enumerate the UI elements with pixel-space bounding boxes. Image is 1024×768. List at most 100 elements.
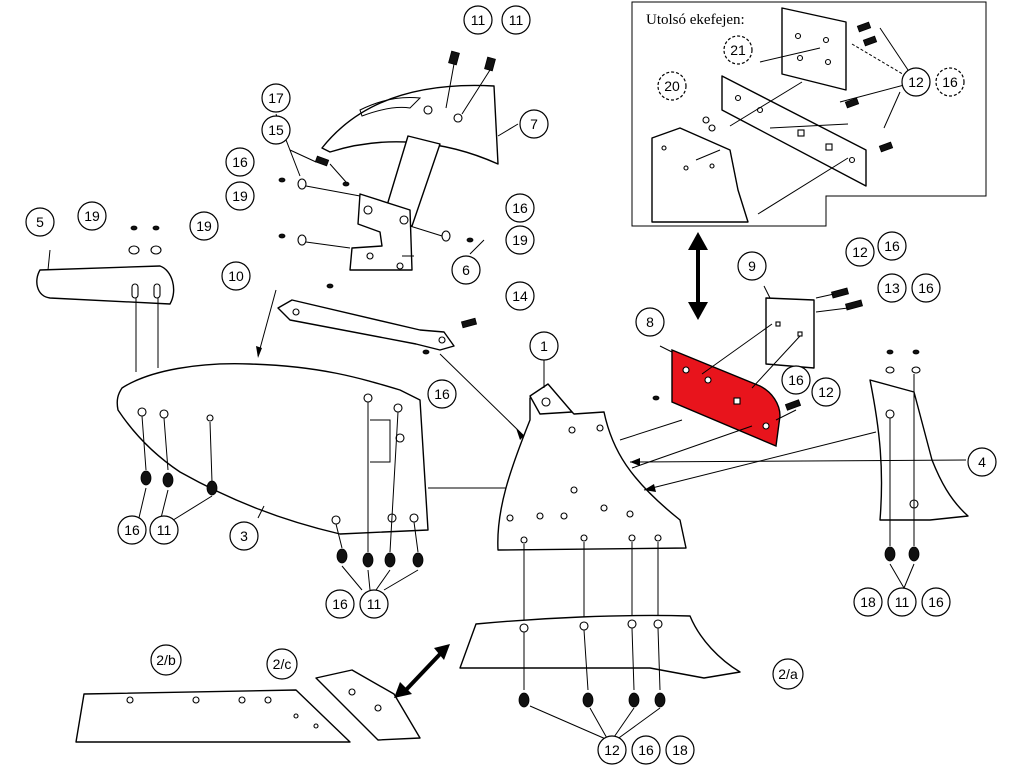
callout-2c: 2/c — [266, 648, 298, 680]
svg-text:16: 16 — [512, 200, 528, 216]
callout-19: 19 — [225, 181, 255, 211]
callout-11: 11 — [887, 587, 917, 617]
svg-text:19: 19 — [512, 232, 528, 248]
callout-4: 4 — [967, 447, 997, 477]
svg-text:12: 12 — [818, 384, 834, 400]
inset-callout-20: 20 — [657, 71, 687, 101]
callout-1: 1 — [529, 331, 559, 361]
svg-text:16: 16 — [918, 280, 934, 296]
svg-text:16: 16 — [884, 238, 900, 254]
svg-text:2/b: 2/b — [156, 652, 176, 668]
part-3-moldboard — [116, 363, 429, 535]
svg-text:1: 1 — [540, 338, 548, 354]
inset-callout-21: 21 — [723, 35, 753, 65]
callout-16: 16 — [921, 587, 951, 617]
callout-16: 16 — [325, 589, 355, 619]
svg-text:8: 8 — [646, 314, 654, 330]
callout-11: 11 — [359, 589, 389, 619]
svg-text:11: 11 — [509, 12, 524, 28]
callout-16: 16 — [427, 379, 457, 409]
callout-15: 15 — [261, 115, 291, 145]
svg-text:18: 18 — [860, 594, 876, 610]
part-9-plate — [765, 297, 815, 369]
part-7-plate — [321, 84, 499, 165]
svg-text:6: 6 — [462, 262, 470, 278]
svg-text:7: 7 — [530, 116, 538, 132]
inset-callout-16: 16 — [935, 67, 965, 97]
callout-11: 11 — [149, 515, 179, 545]
callout-16: 16 — [631, 735, 661, 765]
callout-16: 16 — [781, 365, 811, 395]
svg-text:19: 19 — [196, 218, 212, 234]
callout-2a: 2/a — [772, 658, 804, 690]
callout-18: 18 — [853, 587, 883, 617]
svg-text:19: 19 — [232, 188, 248, 204]
svg-text:11: 11 — [471, 12, 486, 28]
bolts-12-part-2a — [518, 692, 666, 708]
svg-text:12: 12 — [604, 742, 620, 758]
svg-text:2/a: 2/a — [778, 666, 798, 682]
svg-text:16: 16 — [332, 596, 348, 612]
callout-16: 16 — [225, 147, 255, 177]
bolts-11-part-3 — [140, 470, 424, 568]
svg-text:17: 17 — [268, 90, 284, 106]
callout-3: 3 — [229, 521, 259, 551]
callout-16: 16 — [911, 273, 941, 303]
inset-bolts — [702, 21, 894, 153]
callout-14: 14 — [505, 281, 535, 311]
callout-17: 17 — [261, 83, 291, 113]
svg-text:11: 11 — [367, 596, 382, 612]
svg-text:16: 16 — [232, 154, 248, 170]
callout-12: 12 — [811, 377, 841, 407]
part-2b-share — [75, 689, 351, 743]
callout-16: 16 — [877, 231, 907, 261]
svg-text:15: 15 — [268, 122, 284, 138]
part-4-landside — [869, 379, 969, 521]
callout-19: 19 — [505, 225, 535, 255]
callout-8: 8 — [635, 307, 665, 337]
callout-13: 13 — [877, 273, 907, 303]
callout-10: 10 — [221, 261, 251, 291]
svg-text:12: 12 — [908, 74, 924, 90]
inset-callout-12: 12 — [901, 67, 931, 97]
double-arrow-vertical — [688, 232, 708, 320]
callout-16: 16 — [505, 193, 535, 223]
fasteners-left-6 — [278, 155, 350, 246]
callout-16: 16 — [117, 515, 147, 545]
part-2b-holes — [126, 696, 319, 729]
svg-text:13: 13 — [884, 280, 900, 296]
callout-19: 19 — [189, 211, 219, 241]
callout-2b: 2/b — [150, 644, 182, 676]
svg-text:16: 16 — [124, 522, 140, 538]
svg-text:18: 18 — [672, 742, 688, 758]
svg-text:5: 5 — [36, 214, 44, 230]
callout-7: 7 — [519, 109, 549, 139]
svg-text:11: 11 — [895, 594, 910, 610]
svg-text:20: 20 — [664, 78, 680, 94]
svg-text:10: 10 — [228, 268, 244, 284]
double-arrow-diagonal — [394, 644, 450, 698]
part-8-highlight — [671, 348, 781, 448]
svg-text:21: 21 — [730, 42, 746, 58]
part-10-strut-arm — [277, 299, 455, 351]
svg-text:19: 19 — [84, 208, 100, 224]
callout-12: 12 — [845, 237, 875, 267]
plate-20 — [721, 75, 867, 187]
part-2a-share — [459, 614, 741, 679]
svg-text:16: 16 — [942, 74, 958, 90]
svg-text:16: 16 — [638, 742, 654, 758]
callout-19: 19 — [77, 201, 107, 231]
callout-9: 9 — [737, 251, 767, 281]
callout-12: 12 — [597, 735, 627, 765]
inset-last-plough-body: Utolsó ekefejen: 21 20 12 — [631, 1, 987, 227]
callout-5: 5 — [25, 207, 55, 237]
svg-text:3: 3 — [240, 528, 248, 544]
part-7-strut — [381, 135, 441, 227]
callout-11: 11 — [501, 5, 531, 35]
part-1-holes — [506, 424, 662, 544]
svg-text:4: 4 — [978, 454, 986, 470]
callout-11: 11 — [463, 5, 493, 35]
svg-text:11: 11 — [157, 522, 172, 538]
part-1-frog — [497, 387, 687, 551]
